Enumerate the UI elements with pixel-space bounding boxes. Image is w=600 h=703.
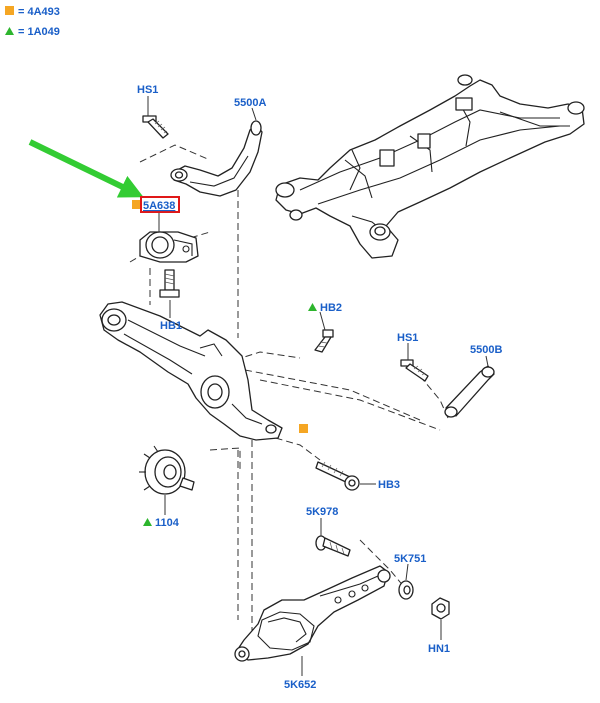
bushing-5a638 xyxy=(139,231,199,263)
upper-control-arm-5500a xyxy=(170,120,263,197)
label-hb3[interactable]: HB3 xyxy=(378,479,400,491)
wheel-hub-1104 xyxy=(139,445,195,495)
legend: = 4A493 = 1A049 xyxy=(5,6,60,38)
rear-subframe xyxy=(275,74,585,259)
bolt-hb3 xyxy=(315,461,360,491)
toe-link-5500b xyxy=(444,365,495,418)
label-5500b[interactable]: 5500B xyxy=(470,344,502,356)
green-pointer-arrow xyxy=(28,139,144,198)
triangle-marker-1104-icon xyxy=(143,518,152,526)
label-hb2[interactable]: HB2 xyxy=(320,302,342,314)
label-5k652[interactable]: 5K652 xyxy=(284,679,316,691)
highlight-box xyxy=(140,196,180,213)
bolt-hb1 xyxy=(159,269,180,298)
label-1104[interactable]: 1104 xyxy=(155,517,180,529)
label-hs1-top[interactable]: HS1 xyxy=(137,84,158,96)
bolt-hb2 xyxy=(314,329,334,353)
label-5500a[interactable]: 5500A xyxy=(234,97,266,109)
washer-5k751 xyxy=(398,580,414,600)
assembly-guide-lines xyxy=(129,144,449,640)
square-marker-5a638-icon xyxy=(132,200,141,209)
square-marker-icon xyxy=(5,6,14,15)
label-hn1[interactable]: HN1 xyxy=(428,643,450,655)
label-5k751[interactable]: 5K751 xyxy=(394,553,426,565)
label-5a638[interactable]: 5A638 xyxy=(143,200,175,212)
leader-lines xyxy=(147,96,489,676)
label-5k978[interactable]: 5K978 xyxy=(306,506,338,518)
triangle-marker-icon xyxy=(5,27,14,35)
top-bolt xyxy=(142,115,169,139)
square-marker-knuckle-icon xyxy=(299,424,308,433)
triangle-marker-hb2-icon xyxy=(308,303,317,311)
bolt-5k978 xyxy=(315,535,351,557)
lower-control-arm-5k652 xyxy=(234,565,391,662)
legend-square-text: = 4A493 xyxy=(18,6,60,18)
trailing-arm-knuckle xyxy=(99,301,283,441)
legend-triangle-text: = 1A049 xyxy=(18,26,60,38)
nut-hn1 xyxy=(431,597,450,620)
label-hs1-right[interactable]: HS1 xyxy=(397,332,418,344)
bolt-hs1-right xyxy=(400,359,429,382)
label-hb1[interactable]: HB1 xyxy=(160,320,182,332)
